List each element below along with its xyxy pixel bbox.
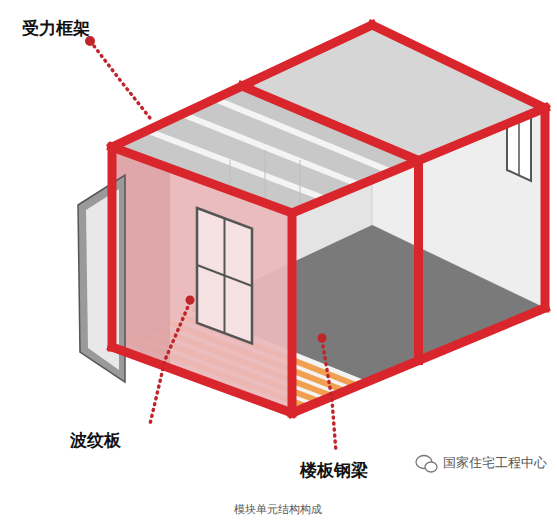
part-label: 楼板钢梁 [300,460,368,480]
window-bar [197,265,252,286]
load-frame [112,25,545,413]
leader-dot [85,36,327,343]
caption: 模块单元结构构成 [234,503,322,516]
front-window [197,208,252,344]
part-label: 波纹板 [70,430,121,450]
leader-line [94,46,336,452]
part-label: 受力框架 [22,18,90,38]
watermark: 国家住宅工程中心 [443,455,547,471]
watermark-icon [416,456,437,473]
front-panel [112,147,292,413]
